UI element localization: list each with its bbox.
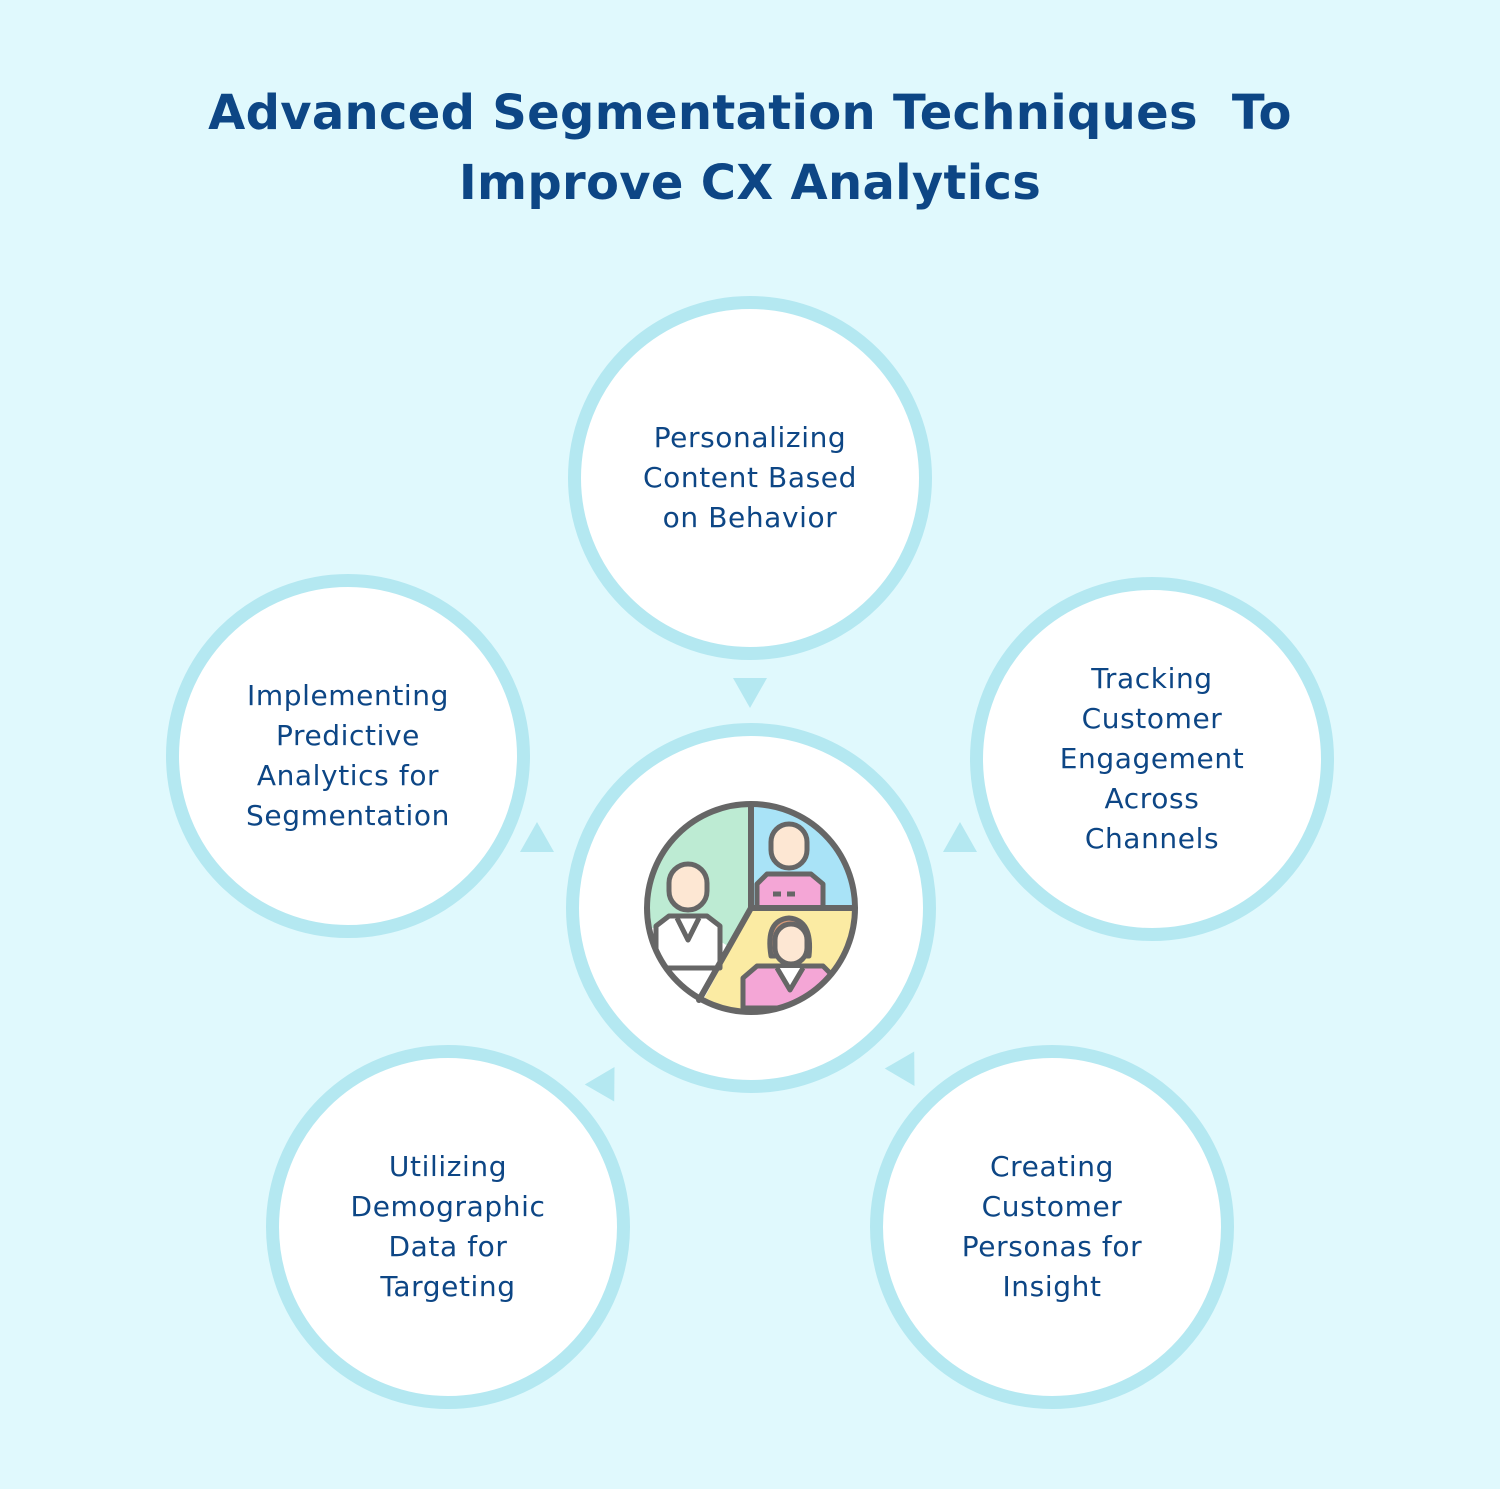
node-label: Tracking Customer Engagement Across Chan… bbox=[1060, 659, 1245, 859]
node-label: Creating Customer Personas for Insight bbox=[962, 1147, 1142, 1307]
node-label-line: Customer bbox=[1081, 702, 1223, 735]
node-label-line: Engagement bbox=[1059, 742, 1245, 775]
node-implementing-predictive: Implementing Predictive Analytics for Se… bbox=[166, 574, 530, 938]
node-label-line: Insight bbox=[1002, 1270, 1102, 1303]
node-label: Implementing Predictive Analytics for Se… bbox=[246, 676, 450, 836]
customer-segments-icon bbox=[644, 801, 858, 1015]
arrow-top-to-center-icon bbox=[733, 678, 767, 708]
node-creating-personas: Creating Customer Personas for Insight bbox=[870, 1045, 1234, 1409]
node-label-line: Customer bbox=[981, 1190, 1123, 1223]
node-label-line: Content Based bbox=[642, 461, 857, 494]
arrow-bottom-right-icon bbox=[884, 1051, 930, 1095]
node-label-line: Utilizing bbox=[388, 1150, 508, 1183]
node-label-line: Tracking bbox=[1091, 662, 1213, 695]
node-label-line: Targeting bbox=[380, 1270, 516, 1303]
node-label-line: Implementing bbox=[246, 679, 450, 712]
node-tracking-engagement: Tracking Customer Engagement Across Chan… bbox=[970, 577, 1334, 941]
node-label-line: Data for bbox=[388, 1230, 508, 1263]
node-label-line: Segmentation bbox=[246, 799, 450, 832]
page-title: Advanced Segmentation Techniques To Impr… bbox=[150, 78, 1350, 218]
node-personalizing-content: Personalizing Content Based on Behavior bbox=[568, 296, 932, 660]
segment-dividers bbox=[696, 801, 858, 1003]
arrow-bottom-left-icon bbox=[584, 1058, 630, 1102]
node-label-line: Predictive bbox=[275, 719, 421, 752]
title-line-2: Improve CX Analytics bbox=[458, 155, 1042, 211]
node-label-line: on Behavior bbox=[662, 501, 838, 534]
arrow-left-icon bbox=[520, 822, 554, 852]
node-label-line: Across bbox=[1104, 782, 1200, 815]
icon-outline bbox=[644, 801, 858, 1015]
title-line-1: Advanced Segmentation Techniques To bbox=[208, 85, 1292, 141]
node-label-line: Analytics for bbox=[256, 759, 440, 792]
node-label: Utilizing Demographic Data for Targeting bbox=[351, 1147, 546, 1307]
node-label-line: Personas for bbox=[961, 1230, 1143, 1263]
node-label-line: Channels bbox=[1084, 822, 1220, 855]
person-top-right-icon bbox=[754, 821, 826, 911]
node-utilizing-demographic: Utilizing Demographic Data for Targeting bbox=[266, 1045, 630, 1409]
arrow-right-icon bbox=[943, 822, 977, 852]
node-label-line: Demographic bbox=[350, 1190, 546, 1223]
node-label-line: Creating bbox=[990, 1150, 1114, 1183]
node-label: Personalizing Content Based on Behavior bbox=[643, 418, 857, 538]
node-label-line: Personalizing bbox=[653, 421, 847, 454]
center-node bbox=[566, 723, 936, 1093]
